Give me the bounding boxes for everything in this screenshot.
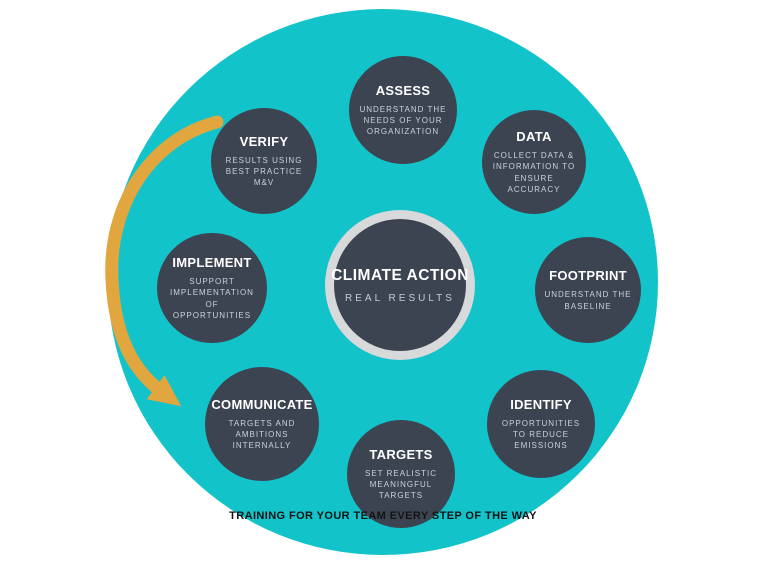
step-title: COMMUNICATE <box>211 396 313 412</box>
step-circle-implement: IMPLEMENT SUPPORT IMPLEMENTATION OF OPPO… <box>157 233 267 343</box>
step-circle-identify: IDENTIFY OPPORTUNITIES TO REDUCE EMISSIO… <box>487 370 595 478</box>
center-subtitle: REAL RESULTS <box>345 292 455 304</box>
step-title: FOOTPRINT <box>549 268 627 284</box>
step-circle-footprint: FOOTPRINT UNDERSTAND THE BASELINE <box>535 237 641 343</box>
step-description: RESULTS USING BEST PRACTICE M&V <box>225 155 303 188</box>
step-title: IDENTIFY <box>510 396 572 412</box>
banner-tagline: TRAINING FOR YOUR TEAM EVERY STEP OF THE… <box>229 510 537 522</box>
step-description: OPPORTUNITIES TO REDUCE EMISSIONS <box>501 418 581 451</box>
center-circle: CLIMATE ACTION REAL RESULTS <box>325 210 475 360</box>
step-circle-targets: TARGETS SET REALISTIC MEANINGFUL TARGETS <box>347 420 455 528</box>
step-description: TARGETS AND AMBITIONS INTERNALLY <box>228 418 296 451</box>
step-title: ASSESS <box>375 82 431 98</box>
step-title: VERIFY <box>239 133 289 149</box>
step-title: DATA <box>516 129 552 145</box>
center-core: CLIMATE ACTION REAL RESULTS <box>331 219 469 351</box>
step-circle-verify: VERIFY RESULTS USING BEST PRACTICE M&V <box>211 108 317 214</box>
step-title: IMPLEMENT <box>172 255 252 271</box>
step-circle-communicate: COMMUNICATE TARGETS AND AMBITIONS INTERN… <box>205 367 319 481</box>
step-description: SUPPORT IMPLEMENTATION OF OPPORTUNITIES <box>170 277 254 320</box>
step-description: UNDERSTAND THE BASELINE <box>544 290 632 311</box>
step-description: SET REALISTIC MEANINGFUL TARGETS <box>365 468 437 501</box>
center-title: CLIMATE ACTION <box>331 266 469 284</box>
step-description: COLLECT DATA & INFORMATION TO ENSURE ACC… <box>492 151 576 194</box>
step-description: UNDERSTAND THE NEEDS OF YOUR ORGANIZATIO… <box>359 104 447 137</box>
step-circle-assess: ASSESS UNDERSTAND THE NEEDS OF YOUR ORGA… <box>349 56 457 164</box>
step-circle-data: DATA COLLECT DATA & INFORMATION TO ENSUR… <box>482 110 586 214</box>
step-title: TARGETS <box>369 446 433 462</box>
